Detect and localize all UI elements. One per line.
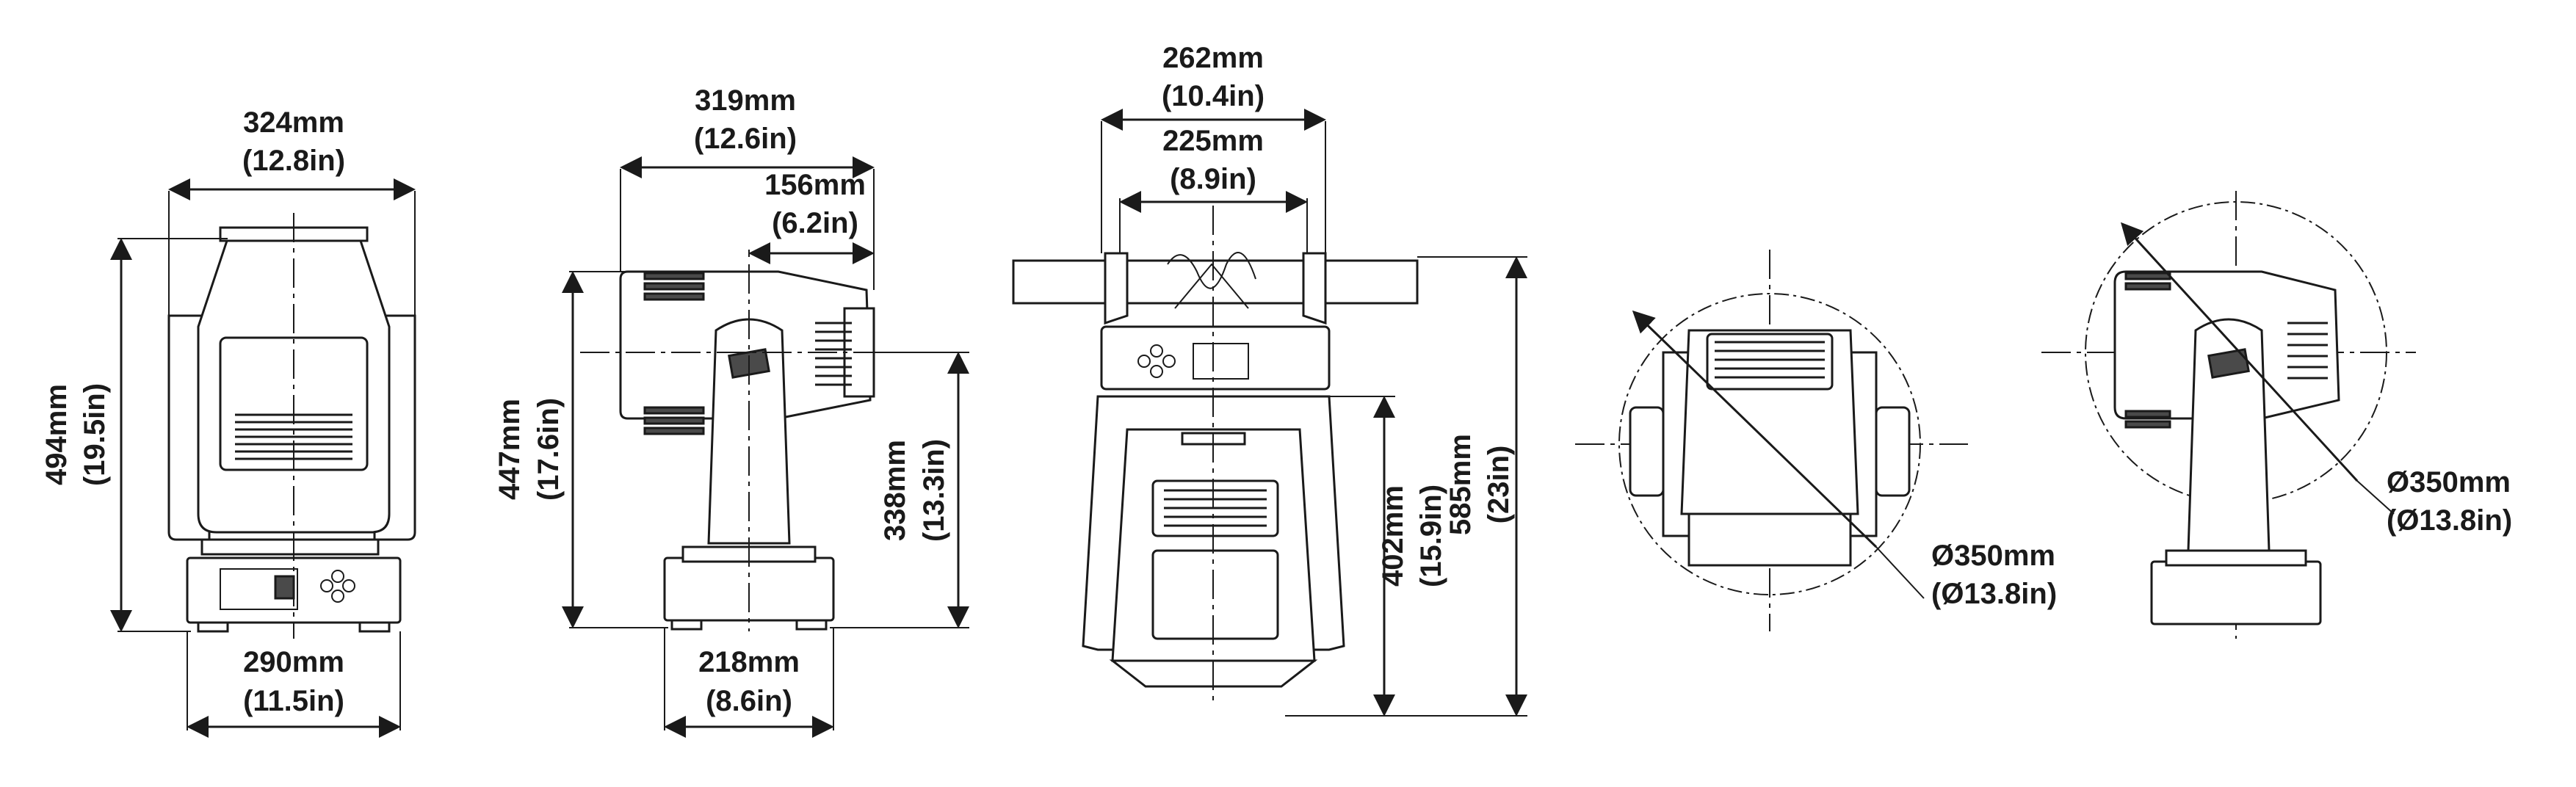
side-fins-bottom	[643, 406, 705, 435]
front-top-width-in: (12.8in)	[242, 145, 345, 177]
side-height-in: (17.6in)	[532, 398, 565, 501]
side-base-depth-mm: 218mm	[698, 646, 800, 678]
swing-side-rear-grill	[2287, 322, 2328, 380]
rear-clamp-inner-mm: 225mm	[1162, 125, 1264, 157]
rear-clamp-width-in: (10.4in)	[1162, 80, 1265, 112]
front-top-width-mm: 324mm	[243, 106, 344, 139]
rear-clamp-width-mm: 262mm	[1162, 42, 1264, 74]
rear-total-height-in: (23in)	[1483, 446, 1515, 524]
front-height-in: (19.5in)	[79, 383, 111, 486]
side-pivot-height-mm: 338mm	[879, 440, 911, 541]
side-fins-top	[643, 272, 705, 301]
swing-side-diameter-in: (Ø13.8in)	[2387, 504, 2512, 537]
rear-bracket-view: 262mm (10.4in) 225mm (8.9in) 402mm (15.9…	[1012, 42, 1527, 717]
rear-yoke-height-in: (15.9in)	[1415, 485, 1447, 587]
side-height-mm: 447mm	[493, 399, 526, 500]
front-view: 324mm (12.8in) 494mm (19.5in) 290mm (11.…	[40, 106, 416, 738]
front-height-mm: 494mm	[40, 384, 73, 485]
side-depth-in: (12.6in)	[694, 123, 797, 155]
front-base-width-mm: 290mm	[243, 646, 344, 678]
side-head-front-in: (6.2in)	[772, 207, 858, 239]
swing-front-view: Ø350mm (Ø13.8in)	[1575, 250, 2057, 631]
swing-front-grill	[1706, 333, 1834, 391]
swing-front-diameter-in: (Ø13.8in)	[1931, 578, 2057, 610]
side-view: 319mm (12.6in) 156mm (6.2in) 447mm (17.6…	[493, 84, 969, 738]
side-rear-grill	[815, 322, 852, 386]
rear-yoke-height-mm: 402mm	[1377, 485, 1409, 587]
rear-clamp-inner-in: (8.9in)	[1170, 163, 1256, 195]
swing-front-diameter-mm: Ø350mm	[1931, 540, 2055, 572]
side-head-front-mm: 156mm	[764, 169, 866, 201]
rear-total-height-mm: 585mm	[1444, 434, 1477, 535]
swing-side-view: Ø350mm (Ø13.8in)	[2041, 191, 2512, 639]
side-depth-mm: 319mm	[695, 84, 796, 117]
rear-grill	[1151, 479, 1279, 537]
side-pivot-height-in: (13.3in)	[918, 439, 950, 542]
side-base-depth-in: (8.6in)	[706, 685, 792, 717]
swing-side-diameter-mm: Ø350mm	[2387, 466, 2511, 498]
front-base-width-in: (11.5in)	[243, 685, 344, 717]
